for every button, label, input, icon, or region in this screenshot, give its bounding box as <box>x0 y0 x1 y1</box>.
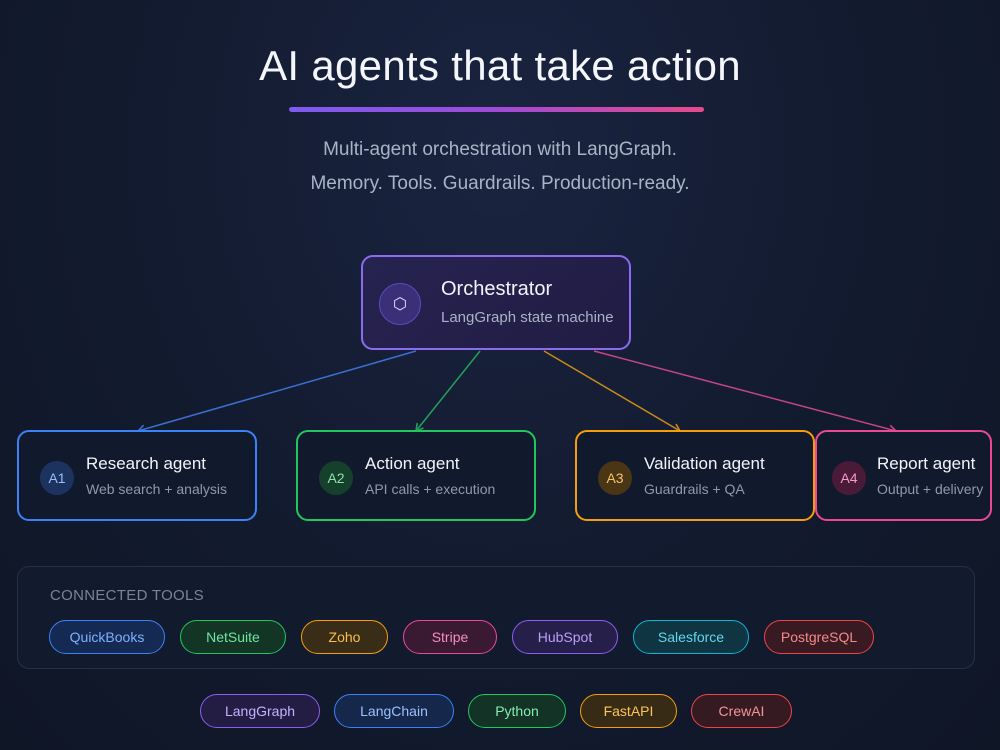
agent-badge: A3 <box>598 461 632 495</box>
stack-pill-python[interactable]: Python <box>468 694 566 728</box>
agent-card-report[interactable]: A4 Report agent Output + delivery <box>815 430 992 521</box>
stack-pill-langchain[interactable]: LangChain <box>334 694 454 728</box>
tool-pill-zoho[interactable]: Zoho <box>301 620 388 654</box>
agent-description: API calls + execution <box>365 481 496 497</box>
page-title: AI agents that take action <box>259 42 741 89</box>
arrow-to-report-agent <box>593 350 898 434</box>
title-underline <box>289 107 704 112</box>
tool-pill-hubspot[interactable]: HubSpot <box>512 620 618 654</box>
agent-name: Validation agent <box>644 454 765 473</box>
stack-pill-crewai[interactable]: CrewAI <box>691 694 792 728</box>
tool-pill-postgresql[interactable]: PostgreSQL <box>764 620 874 654</box>
stack-pill-fastapi[interactable]: FastAPI <box>580 694 677 728</box>
stack-pill-langgraph[interactable]: LangGraph <box>200 694 320 728</box>
agent-badge: A1 <box>40 461 74 495</box>
subtitle-line-1: Multi-agent orchestration with LangGraph… <box>323 139 677 160</box>
arrow-to-action-agent <box>414 350 481 433</box>
orchestrator-title: Orchestrator <box>441 278 553 300</box>
agent-name: Report agent <box>877 454 976 473</box>
agent-card-action[interactable]: A2 Action agent API calls + execution <box>296 430 536 521</box>
arrow-to-research-agent <box>136 350 417 434</box>
agent-card-validation[interactable]: A3 Validation agent Guardrails + QA <box>575 430 815 521</box>
agent-name: Research agent <box>86 454 207 473</box>
arrow-to-validation-agent <box>543 350 682 432</box>
subtitle-line-2: Memory. Tools. Guardrails. Production-re… <box>310 173 690 194</box>
orchestrator-node[interactable]: ⬡ Orchestrator LangGraph state machine <box>361 255 631 350</box>
orchestrator-subtitle: LangGraph state machine <box>441 309 614 326</box>
tool-pill-netsuite[interactable]: NetSuite <box>180 620 286 654</box>
agent-description: Guardrails + QA <box>644 481 745 497</box>
tool-pill-salesforce[interactable]: Salesforce <box>633 620 749 654</box>
tool-pill-stripe[interactable]: Stripe <box>403 620 497 654</box>
agent-badge: A4 <box>832 461 866 495</box>
agent-name: Action agent <box>365 454 460 473</box>
tool-pill-quickbooks[interactable]: QuickBooks <box>49 620 165 654</box>
agent-badge: A2 <box>319 461 353 495</box>
agent-card-research[interactable]: A1 Research agent Web search + analysis <box>17 430 257 521</box>
connected-tools-label: CONNECTED TOOLS <box>50 587 204 604</box>
hexagon-icon: ⬡ <box>379 283 421 325</box>
agent-description: Output + delivery <box>877 481 984 497</box>
agent-description: Web search + analysis <box>86 481 227 497</box>
